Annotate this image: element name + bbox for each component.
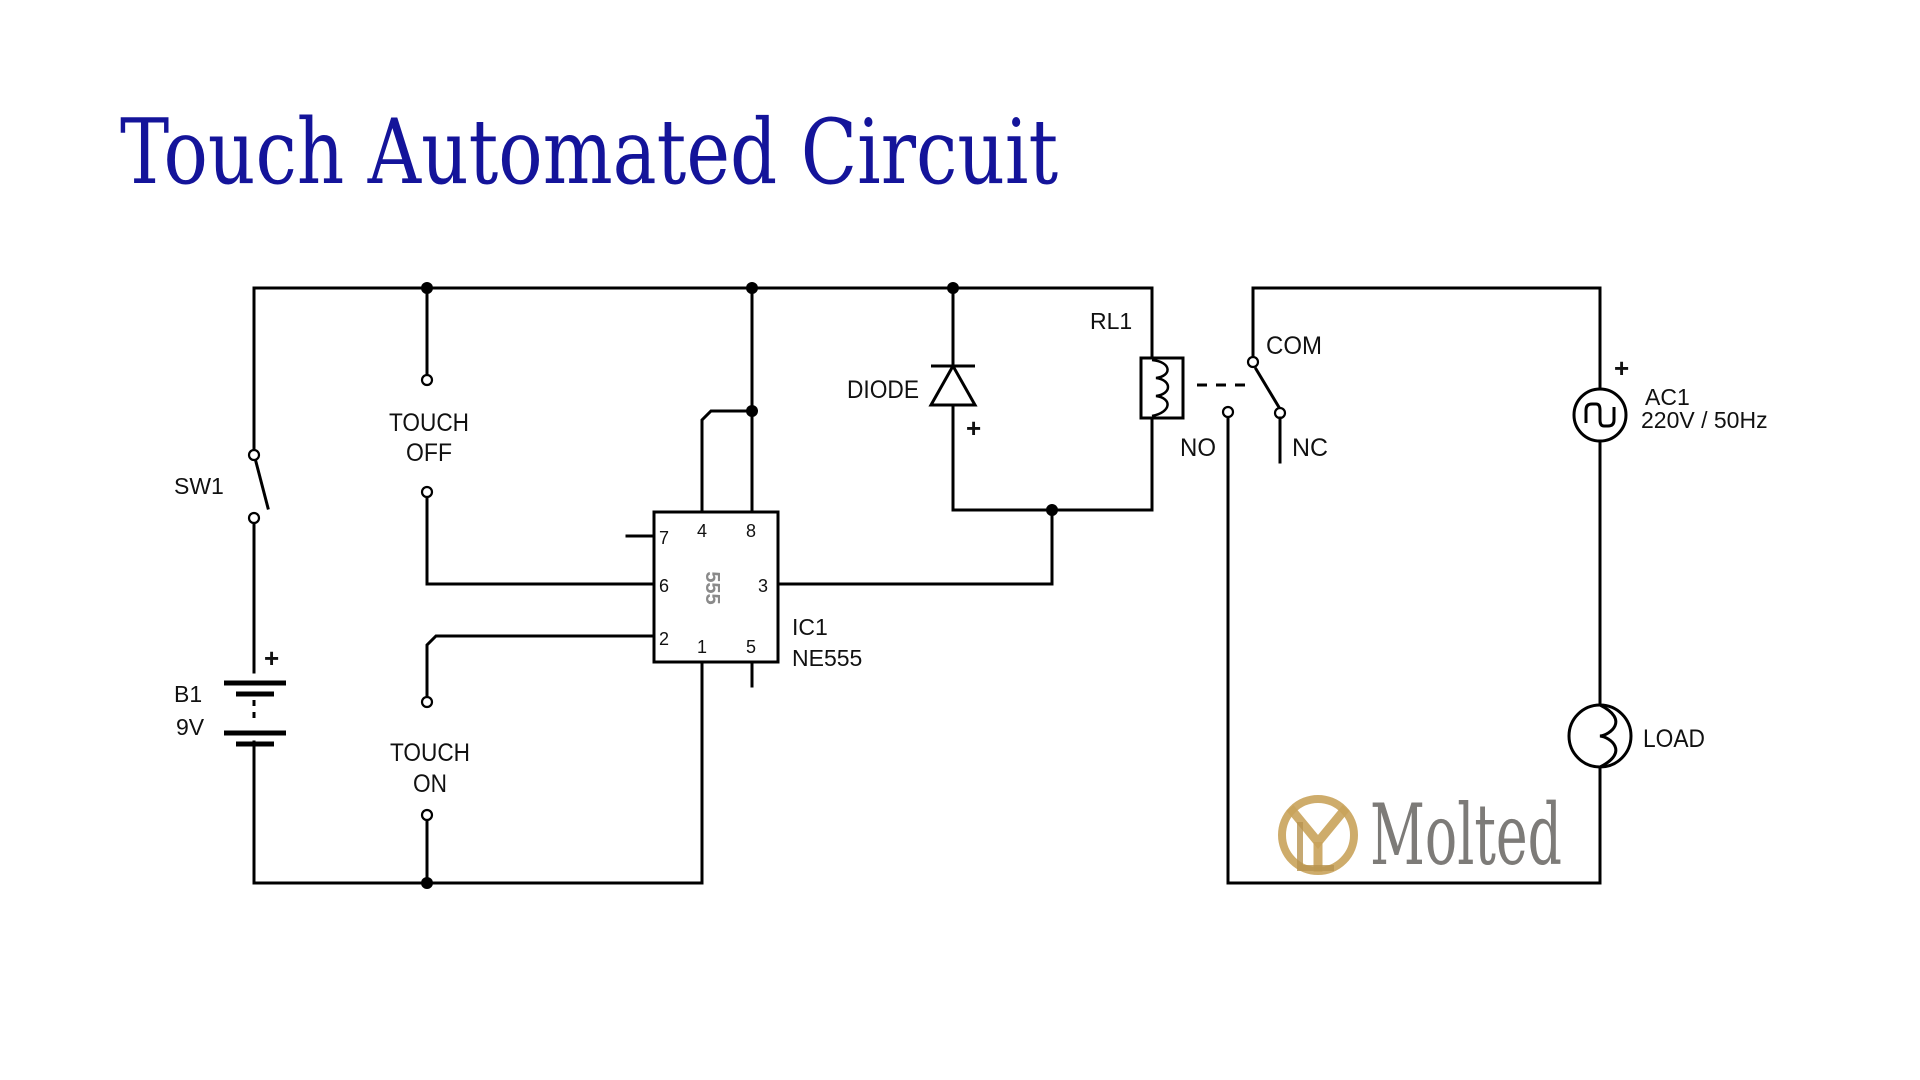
molted-logo-emblem: [1278, 795, 1358, 875]
ic-pin-3: 3: [758, 576, 768, 596]
load-circuit-wires: [1226, 286, 1602, 885]
rl1-label: RL1: [1090, 308, 1132, 334]
battery-b1: [224, 680, 286, 747]
touch-off-label-line1: TOUCH: [389, 409, 469, 437]
control-circuit-wires: [252, 286, 1154, 885]
touch-off-pads: [420, 373, 434, 499]
load-lamp: [1567, 703, 1633, 769]
ic-chip-marking: 555: [701, 571, 723, 604]
ic-pin-7: 7: [659, 528, 669, 548]
touch-off-label-line2: OFF: [406, 439, 452, 467]
b1-label: B1: [174, 681, 202, 707]
nc-label: NC: [1292, 434, 1328, 462]
ic1-chip: [652, 510, 780, 664]
ic-pin-1: 1: [697, 637, 707, 657]
battery-plus-sign: +: [264, 643, 279, 673]
ac-source-ac1: [1572, 387, 1628, 443]
diode-plus-sign: +: [966, 413, 981, 443]
ac1-label: AC1: [1645, 384, 1690, 410]
switch-sw1: [247, 448, 270, 525]
molted-logo: Molted: [1278, 786, 1562, 884]
relay-contacts: [1221, 355, 1287, 464]
molted-logo-text: Molted: [1370, 786, 1562, 884]
ac1-rating-label: 220V / 50Hz: [1641, 407, 1768, 433]
ic-pin-4: 4: [697, 521, 707, 541]
touch-on-pads: [420, 695, 434, 822]
ic1-label: IC1: [792, 614, 828, 640]
ic1-part-label: NE555: [792, 645, 862, 671]
com-label: COM: [1266, 332, 1322, 360]
ic-pin-2: 2: [659, 629, 669, 649]
ic-pin-6: 6: [659, 576, 669, 596]
ic-pin-8: 8: [746, 521, 756, 541]
ic-pin-5: 5: [746, 637, 756, 657]
ac-plus-sign: +: [1614, 353, 1629, 383]
diode: [928, 362, 978, 407]
diode-label: DIODE: [847, 376, 919, 404]
relay-rl1-coil: [1139, 356, 1247, 420]
load-label: LOAD: [1643, 725, 1705, 753]
no-label: NO: [1180, 434, 1216, 462]
touch-on-label-line2: ON: [413, 770, 447, 798]
touch-on-label-line1: TOUCH: [390, 739, 470, 767]
sw1-label: SW1: [174, 473, 224, 499]
page-title: Touch Automated Circuit: [120, 100, 1059, 205]
junction-nodes: [421, 282, 1058, 889]
b1-voltage-label: 9V: [176, 714, 205, 740]
